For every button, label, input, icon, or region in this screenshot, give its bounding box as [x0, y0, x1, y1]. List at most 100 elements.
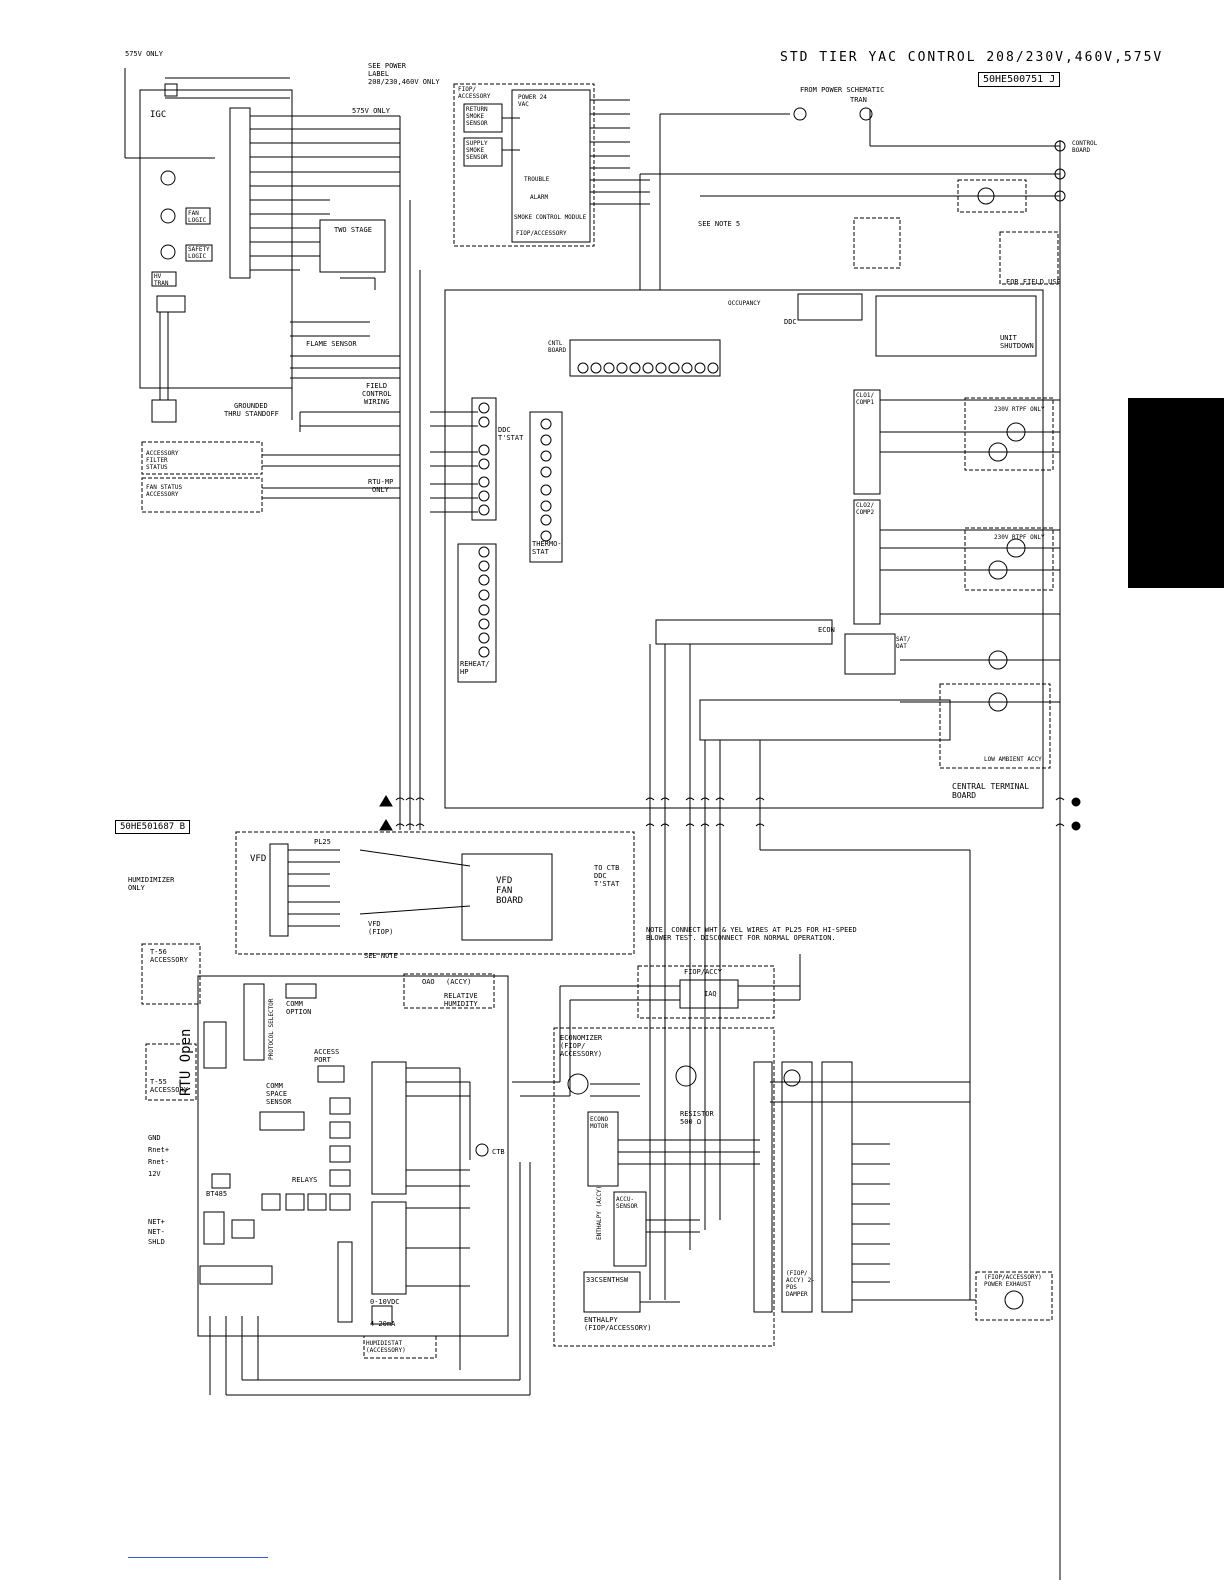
label-see-note5: SEE NOTE 5	[698, 220, 741, 228]
label-clo2: CLO2/ COMP2	[856, 502, 875, 516]
harness-lines	[649, 644, 971, 1300]
label-gnd: GND	[148, 1134, 161, 1142]
label-ddc-tstat: DDC T'STAT	[498, 426, 524, 442]
label-humidistat: HUMIDISTAT (ACCESSORY)	[366, 1340, 406, 1354]
label-enthalpy-2: ENTHALPY (FIOP/ACCESSORY)	[584, 1316, 652, 1332]
right-bus-lines	[880, 399, 1060, 703]
page-link-underline	[128, 1557, 268, 1558]
label-iaq-acc: FIOP/ACCY	[684, 968, 722, 976]
label-power-exhaust: (FIOP/ACCESSORY) POWER EXHAUST	[984, 1274, 1042, 1288]
label-t56: T-56 ACCESSORY	[150, 948, 188, 964]
label-rnet-minus: Rnet-	[148, 1158, 170, 1166]
vfd-area	[269, 843, 553, 941]
wire-break-marks	[395, 797, 1065, 827]
label-accu-sensor: ACCU- SENSOR	[616, 1196, 638, 1210]
label-from-power: FROM POWER SCHEMATIC	[800, 86, 885, 94]
label-oao: OAO	[422, 978, 435, 986]
label-occupancy: OCCUPANCY	[728, 300, 761, 307]
central-terminal-board	[444, 289, 1044, 809]
label-smoke-module-2: FIOP/ACCESSORY	[516, 230, 567, 237]
doc-number-top: 50HE500751 J	[978, 72, 1061, 87]
label-relays: RELAYS	[292, 1176, 318, 1184]
label-pl25: PL25	[314, 838, 331, 846]
label-net-plus: NET+	[148, 1218, 165, 1226]
label-rtpf2: 230V RTPF ONLY	[994, 534, 1045, 541]
label-enthalpy: ENTHALPY (ACCY)	[596, 1185, 603, 1240]
label-fiop-accessory: FIOP/ ACCESSORY	[458, 86, 491, 100]
label-bt485: BT485	[206, 1190, 228, 1198]
tstat-pins	[478, 402, 552, 542]
label-208-only: 208/230,460V ONLY	[368, 78, 440, 86]
label-filter-status: ACCESSORY FILTER STATUS	[146, 450, 179, 471]
label-humidimizer: HUMIDIMIZER ONLY	[128, 876, 175, 892]
label-economizer: ECONOMIZER (FIOP/ ACCESSORY)	[560, 1034, 603, 1058]
label-rnet-plus: Rnet+	[148, 1146, 170, 1154]
label-wiring: WIRING	[364, 398, 390, 406]
label-alarm: ALARM	[530, 194, 549, 201]
label-t55: T-55 ACCESSORY	[150, 1078, 188, 1094]
label-vfd-fiop: VFD (FIOP)	[368, 920, 394, 936]
label-comm-option: COMM OPTION	[286, 1000, 312, 1016]
label-thru-standoff: THRU STANDOFF	[224, 410, 279, 418]
label-clo1: CLO1/ COMP1	[856, 392, 875, 406]
label-rtu-mp: RTU-MP	[368, 478, 394, 486]
label-two-stage: TWO STAGE	[334, 226, 372, 234]
label-safety-logic: SAFETY LOGIC	[188, 246, 210, 260]
label-power-24vac: POWER 24 VAC	[518, 94, 547, 108]
label-tran: TRAN	[850, 96, 867, 104]
label-reheat-hp: REHEAT/ HP	[460, 660, 490, 676]
iaq-sensor	[512, 954, 801, 1097]
label-0-10vdc: 0-10VDC	[370, 1298, 400, 1306]
economizer-details	[583, 1061, 976, 1313]
label-iaq: IAQ	[704, 990, 717, 998]
label-4-20ma: 4-20mA	[370, 1320, 396, 1328]
label-575v-only-b: 575V ONLY	[352, 107, 390, 115]
field-wiring-lines	[399, 116, 478, 830]
label-igc: IGC	[150, 110, 167, 120]
status-switch-wires	[262, 411, 400, 499]
label-central-terminal: CENTRAL TERMINAL BOARD	[952, 782, 1030, 800]
label-fan-status: FAN STATUS ACCESSORY	[146, 484, 183, 498]
label-relative-humidity: RELATIVE HUMIDITY	[444, 992, 478, 1008]
label-rtu-open: RTU Open	[178, 1028, 194, 1096]
label-accy: (ACCY)	[446, 978, 472, 986]
label-to-ctb: TO CTB DDC T'STAT	[594, 864, 620, 888]
label-net-minus: NET-	[148, 1228, 165, 1236]
label-return-smoke: RETURN SMOKE SENSOR	[466, 106, 488, 127]
label-supply-smoke: SUPPLY SMOKE SENSOR	[466, 140, 488, 161]
label-vfd: VFD	[250, 854, 267, 864]
label-vfd-fan-board: VFD FAN BOARD	[496, 876, 524, 906]
cntl-board-pins	[577, 362, 719, 374]
label-low-ambient: LOW AMBIENT ACCY	[984, 756, 1042, 763]
rtu-open-board	[197, 975, 531, 1396]
label-sat-oat: SAT/ OAT	[896, 636, 911, 650]
label-note: NOTE: CONNECT WHT & YEL WIRES AT PL25 FO…	[646, 926, 857, 942]
label-575v-only: 575V ONLY	[125, 50, 163, 58]
label-rtpf1: 230V RTPF ONLY	[994, 406, 1045, 413]
label-for-field-use: FOR FIELD USE	[1006, 278, 1061, 286]
reheat-pins	[478, 546, 490, 658]
label-control-board: CONTROL BOARD	[1072, 140, 1098, 154]
label-ctb: CTB	[492, 1148, 505, 1156]
smoke-module-dashed	[453, 83, 595, 247]
label-protocol-selector: PROTOCOL SELECTOR	[268, 998, 275, 1060]
label-econ: ECON	[818, 626, 835, 634]
status-switches	[141, 441, 263, 513]
label-flame-sensor: FLAME SENSOR	[306, 340, 357, 348]
label-field: FIELD	[366, 382, 388, 390]
label-econo-motor: ECONO MOTOR	[590, 1116, 609, 1130]
label-fan-logic: FAN LOGIC	[188, 210, 207, 224]
label-sensor-id: 33CSENTHSW	[586, 1276, 629, 1284]
doc-number-bottom: 50HE501687 B	[115, 820, 191, 834]
label-resistor: RESISTOR 500 Ω	[680, 1110, 714, 1126]
label-ddc: DDC	[784, 318, 797, 326]
label-trouble: TROUBLE	[524, 176, 550, 183]
right-dashed-groups	[141, 179, 1059, 1359]
label-comm-space: COMM SPACE SENSOR	[266, 1082, 292, 1106]
label-rtu-mp-only: ONLY	[372, 486, 389, 494]
label-thermostat: THERMO- STAT	[532, 540, 562, 556]
label-smoke-module: SMOKE CONTROL MODULE	[514, 214, 587, 221]
page-title: STD TIER YAC CONTROL 208/230V,460V,575V	[780, 50, 1164, 65]
